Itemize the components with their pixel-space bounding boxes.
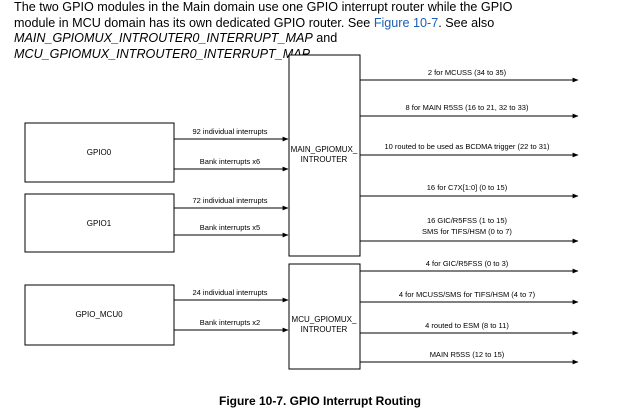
main-router-label-line2: INTROUTER [301, 155, 348, 164]
output-connections: 2 for MCUSS (34 to 35) 8 for MAIN R5SS (… [360, 68, 579, 365]
gpio0-block: GPIO0 [24, 122, 175, 183]
output-label: 10 routed to be used as BCDMA trigger (2… [384, 142, 550, 151]
intro-text: . See also [438, 15, 495, 30]
gpio1-block: GPIO1 [24, 193, 175, 253]
intro-text: module in MCU domain has its own dedicat… [14, 15, 374, 30]
intro-line-1: The two GPIO modules in the Main domain … [14, 0, 513, 14]
input-label: 72 individual interrupts [192, 196, 267, 205]
input-label: 92 individual interrupts [192, 127, 267, 136]
gpio1-label: GPIO1 [87, 219, 112, 228]
mcu-map-reference: MCU_GPIOMUX_INTROUTER0_INTERRUPT_MAP [14, 46, 310, 61]
output-label: 16 for C7X[1:0] (0 to 15) [427, 183, 508, 192]
input-connections: 92 individual interrupts Bank interrupts… [174, 127, 289, 333]
intro-line-2: module in MCU domain has its own dedicat… [14, 16, 626, 32]
gpio-mcu0-label: GPIO_MCU0 [75, 310, 123, 319]
output-label: 16 GIC/R5FSS (1 to 15) [427, 216, 508, 225]
output-label: 4 for MCUSS/SMS for TIFS/HSM (4 to 7) [399, 290, 536, 299]
main-gpiomux-introuter-block: MAIN_GPIOMUX_ INTROUTER [288, 54, 361, 257]
gpio0-label: GPIO0 [87, 148, 112, 157]
mcu-router-label-line1: MCU_GPIOMUX_ [292, 315, 357, 324]
output-label: MAIN R5SS (12 to 15) [430, 350, 505, 359]
figure-caption: Figure 10-7. GPIO Interrupt Routing [218, 394, 421, 408]
gpio-mcu0-block: GPIO_MCU0 [24, 284, 175, 346]
output-label: SMS for TIFS/HSM (0 to 7) [422, 227, 512, 236]
output-label: 2 for MCUSS (34 to 35) [428, 68, 507, 77]
input-label: Bank interrupts x2 [200, 318, 260, 327]
mcu-router-label-line2: INTROUTER [301, 325, 348, 334]
mcu-gpiomux-introuter-block: MCU_GPIOMUX_ INTROUTER [288, 263, 361, 370]
main-router-label-line1: MAIN_GPIOMUX_ [291, 145, 358, 154]
output-label: 4 for GIC/R5FSS (0 to 3) [426, 259, 509, 268]
main-map-reference: MAIN_GPIOMUX_INTROUTER0_INTERRUPT_MAP [14, 31, 313, 45]
figure-link[interactable]: Figure 10-7 [373, 15, 439, 30]
intro-line-3: MAIN_GPIOMUX_INTROUTER0_INTERRUPT_MAP an… [14, 31, 626, 62]
input-label: 24 individual interrupts [192, 288, 267, 297]
output-label: 4 routed to ESM (8 to 11) [425, 321, 509, 330]
input-label: Bank interrupts x6 [200, 157, 260, 166]
intro-paragraph: The two GPIO modules in the Main domain … [14, 0, 626, 62]
input-label: Bank interrupts x5 [200, 223, 260, 232]
intro-text: and [312, 31, 338, 45]
output-label: 8 for MAIN R5SS (16 to 21, 32 to 33) [406, 103, 529, 112]
